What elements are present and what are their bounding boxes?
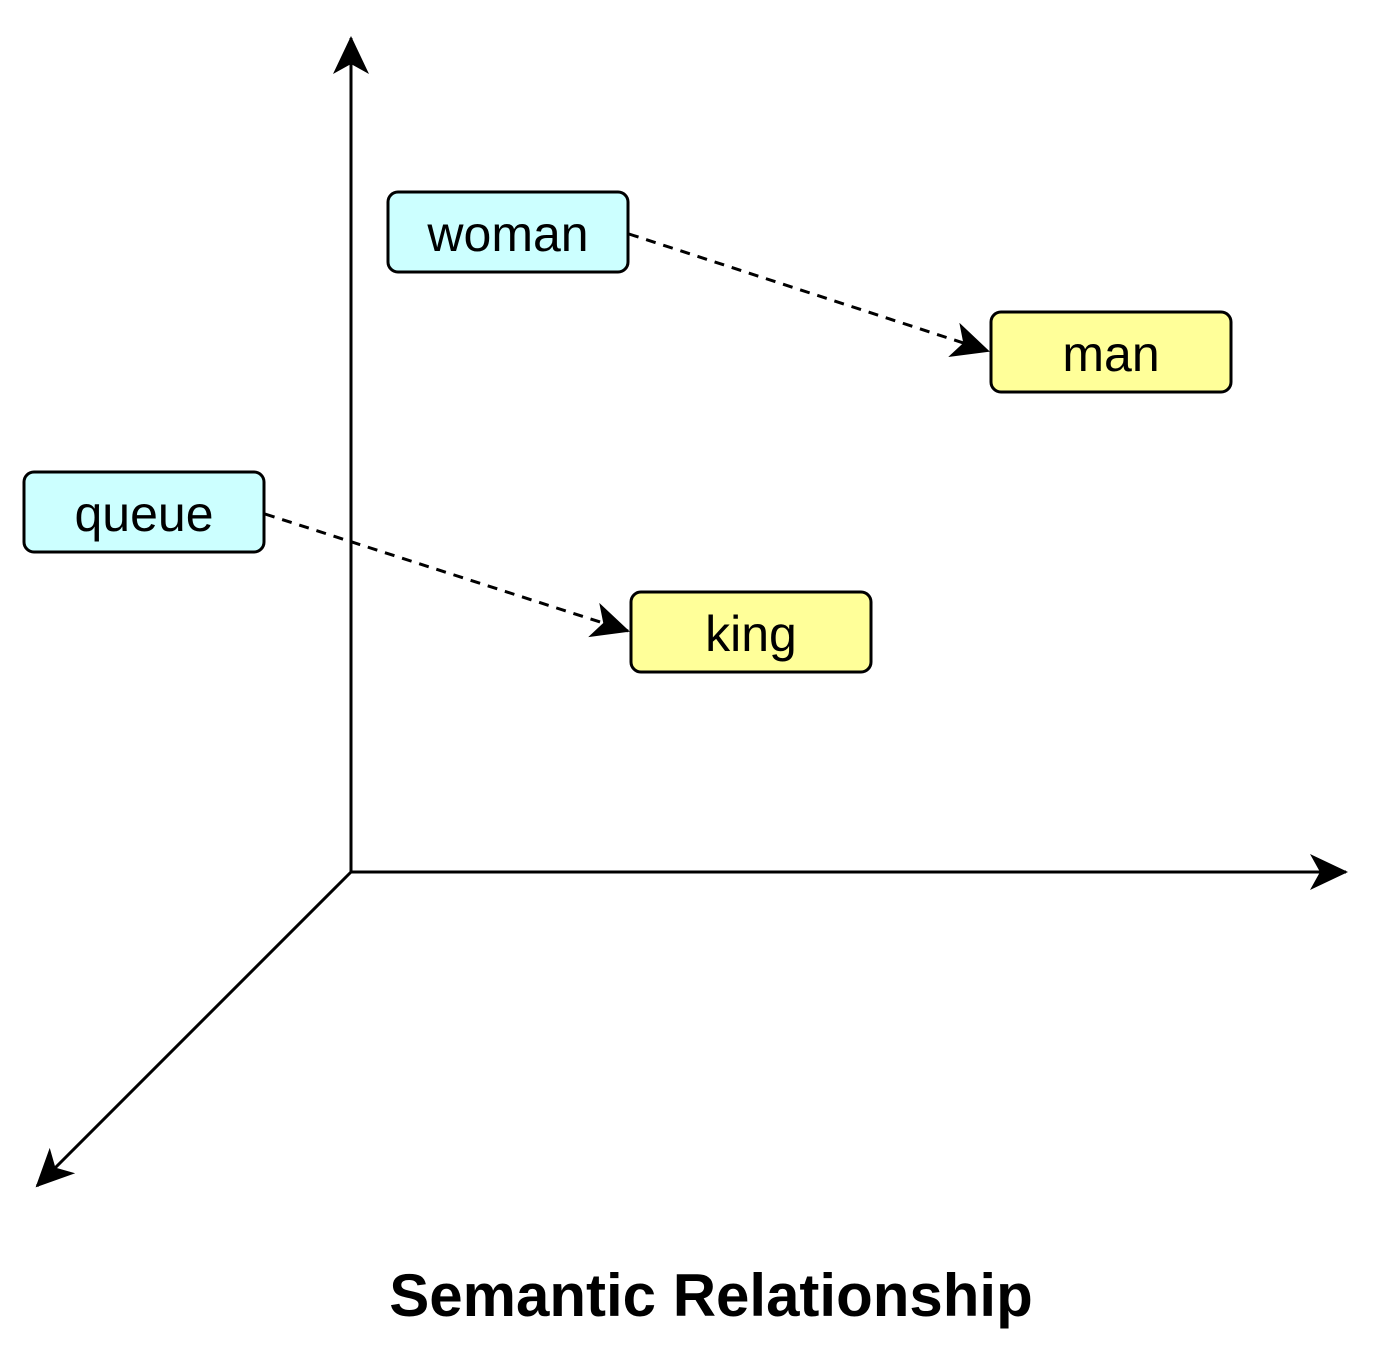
edge-woman-to-man [628,232,990,357]
node-queue[interactable]: queue [22,470,266,554]
node-queue-label: queue [74,486,213,542]
node-king-label: king [705,606,797,662]
z-axis [35,870,353,1188]
node-king-box [629,590,873,674]
node-woman-box [386,190,630,274]
node-man-label: man [1062,326,1159,382]
node-king[interactable]: king [629,590,873,674]
relationship-arrows [264,232,990,638]
node-man-box [989,310,1233,394]
diagram-caption: Semantic Relationship [389,1262,1032,1329]
node-woman-label: woman [426,206,588,262]
node-woman[interactable]: woman [386,190,630,274]
axes [35,36,1348,1188]
node-man[interactable]: man [989,310,1233,394]
node-queue-box [22,470,266,554]
edge-queue-to-king [264,512,630,638]
